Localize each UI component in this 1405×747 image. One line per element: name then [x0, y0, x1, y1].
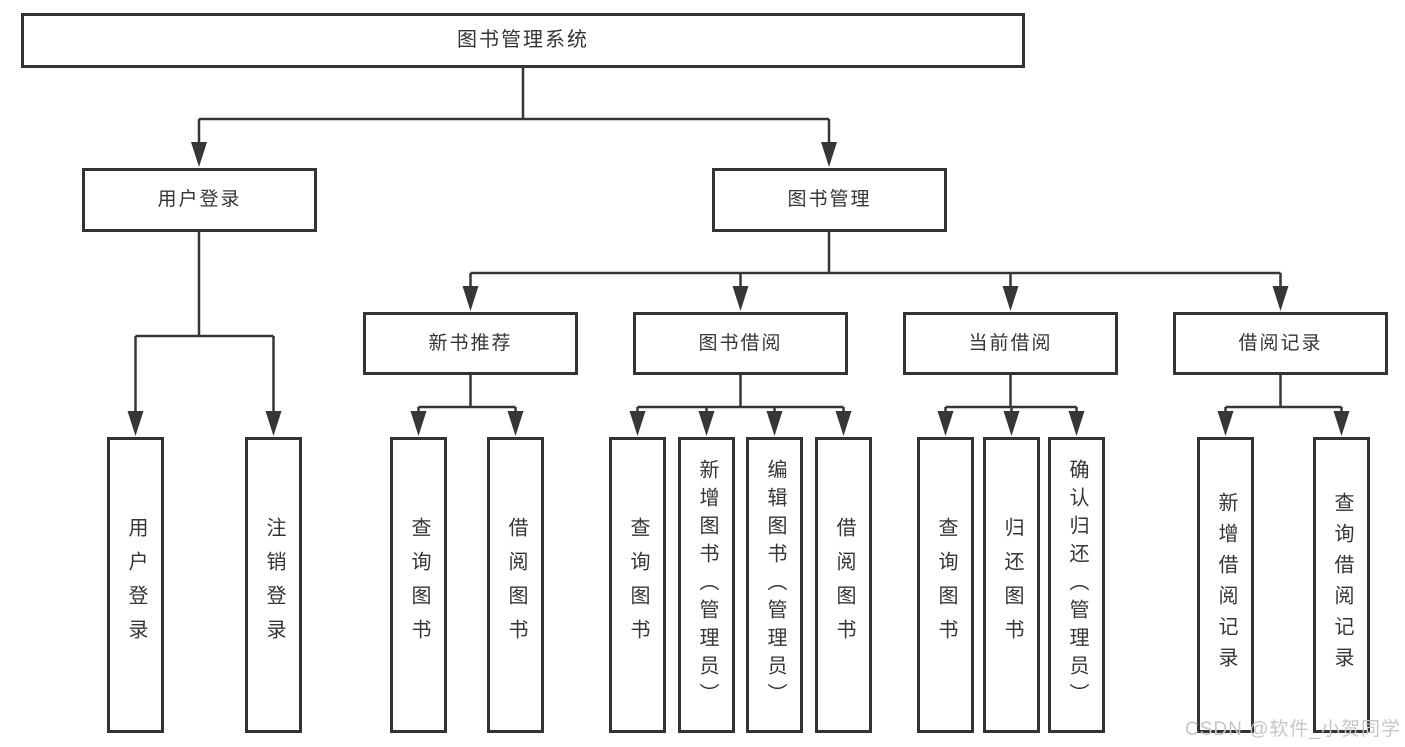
leaf-current-return-book: 归还图书 [983, 437, 1040, 733]
leaf-current-confirm-return-admin: 确认归还（管理员） [1048, 437, 1105, 733]
leaf-current-query-book: 查询图书 [917, 437, 974, 733]
leaf-borrowing-borrow-book: 借阅图书 [815, 437, 872, 733]
leaf-records-query-record: 查询借阅记录 [1313, 437, 1370, 733]
node-library-management-system: 图书管理系统 [21, 13, 1025, 68]
node-book-management: 图书管理 [712, 168, 947, 232]
leaf-user-login: 用户登录 [107, 437, 164, 733]
csdn-watermark: CSDN @软件_小贺同学 [1185, 719, 1401, 740]
leaf-borrowing-add-book-admin: 新增图书（管理员） [678, 437, 735, 733]
node-borrowing-records: 借阅记录 [1173, 312, 1388, 375]
leaf-records-add-record: 新增借阅记录 [1197, 437, 1254, 733]
node-user-login: 用户登录 [82, 168, 317, 232]
leaf-borrowing-edit-book-admin: 编辑图书（管理员） [746, 437, 803, 733]
leaf-logout: 注销登录 [245, 437, 302, 733]
node-new-book-recommend: 新书推荐 [363, 312, 578, 375]
node-current-borrowing: 当前借阅 [903, 312, 1118, 375]
node-book-borrowing: 图书借阅 [633, 312, 848, 375]
arrowhead-icons [127, 142, 1350, 436]
leaf-borrowing-query-book: 查询图书 [609, 437, 666, 733]
leaf-recommend-borrow-book: 借阅图书 [487, 437, 544, 733]
leaf-recommend-query-book: 查询图书 [390, 437, 447, 733]
